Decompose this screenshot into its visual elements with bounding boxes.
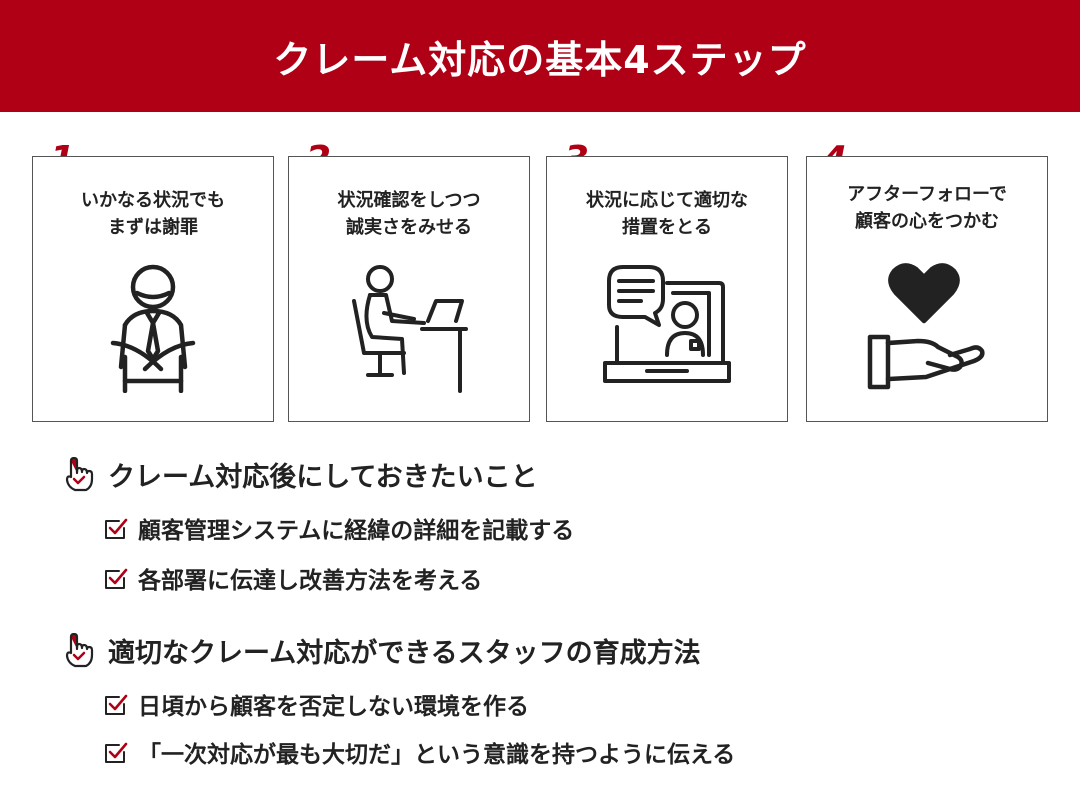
checkbox-icon [105,694,128,715]
step-1-line2: まずは謝罪 [108,217,198,238]
header-banner: クレーム対応の基本4ステップ [0,0,1080,112]
step-4-line2: 顧客の心をつかむ [855,211,999,232]
section-2-item-1-text: 日頃から顧客を否定しない環境を作る [138,694,529,720]
step-4-text: アフターフォローで 顧客の心をつかむ [807,181,1047,235]
checkbox-icon [105,742,128,763]
apologizing-person-icon [110,264,196,393]
section-1-item-2: 各部署に伝達し改善方法を考える [104,561,482,595]
step-3-line2: 措置をとる [622,217,712,238]
section-1-item-1: 顧客管理システムに経緯の詳細を記載する [104,511,574,545]
step-2-text: 状況確認をしつつ 誠実さをみせる [289,187,529,241]
section-2-item-2: 「一次対応が最も大切だ」という意識を持つように伝える [104,735,735,769]
step-card-3: 状況に応じて適切な 措置をとる [546,156,788,422]
step-2-line2: 誠実さをみせる [346,217,472,238]
pointing-hand-icon [65,456,94,491]
step-2-line1: 状況確認をしつつ [337,190,481,211]
step-card-2: 状況確認をしつつ 誠実さをみせる [288,156,530,422]
section-2-title: 適切なクレーム対応ができるスタッフの育成方法 [64,631,701,670]
section-1-item-2-text: 各部署に伝達し改善方法を考える [138,568,483,594]
laptop-chat-icon [603,265,731,383]
section-2-title-text: 適切なクレーム対応ができるスタッフの育成方法 [108,638,701,669]
section-2-item-2-text: 「一次対応が最も大切だ」という意識を持つように伝える [138,742,736,768]
heart-in-hand-icon [867,263,985,390]
section-1-title-text: クレーム対応後にしておきたいこと [108,462,538,493]
step-3-line1: 状況に応じて適切な [586,190,748,211]
section-1-title: クレーム対応後にしておきたいこと [64,455,538,494]
checkbox-icon [105,568,128,589]
step-4-line1: アフターフォローで [847,184,1007,205]
step-card-4: アフターフォローで 顧客の心をつかむ [806,156,1048,422]
step-card-1: いかなる状況でも まずは謝罪 [32,156,274,422]
person-at-desk-icon [352,265,468,393]
step-3-text: 状況に応じて適切な 措置をとる [547,187,787,241]
page-title: クレーム対応の基本4ステップ [273,37,807,82]
section-1-item-1-text: 顧客管理システムに経緯の詳細を記載する [138,518,575,544]
step-1-line1: いかなる状況でも [81,190,225,211]
section-2-item-1: 日頃から顧客を否定しない環境を作る [104,687,529,721]
step-1-text: いかなる状況でも まずは謝罪 [33,187,273,241]
pointing-hand-icon [65,632,94,667]
checkbox-icon [105,518,128,539]
